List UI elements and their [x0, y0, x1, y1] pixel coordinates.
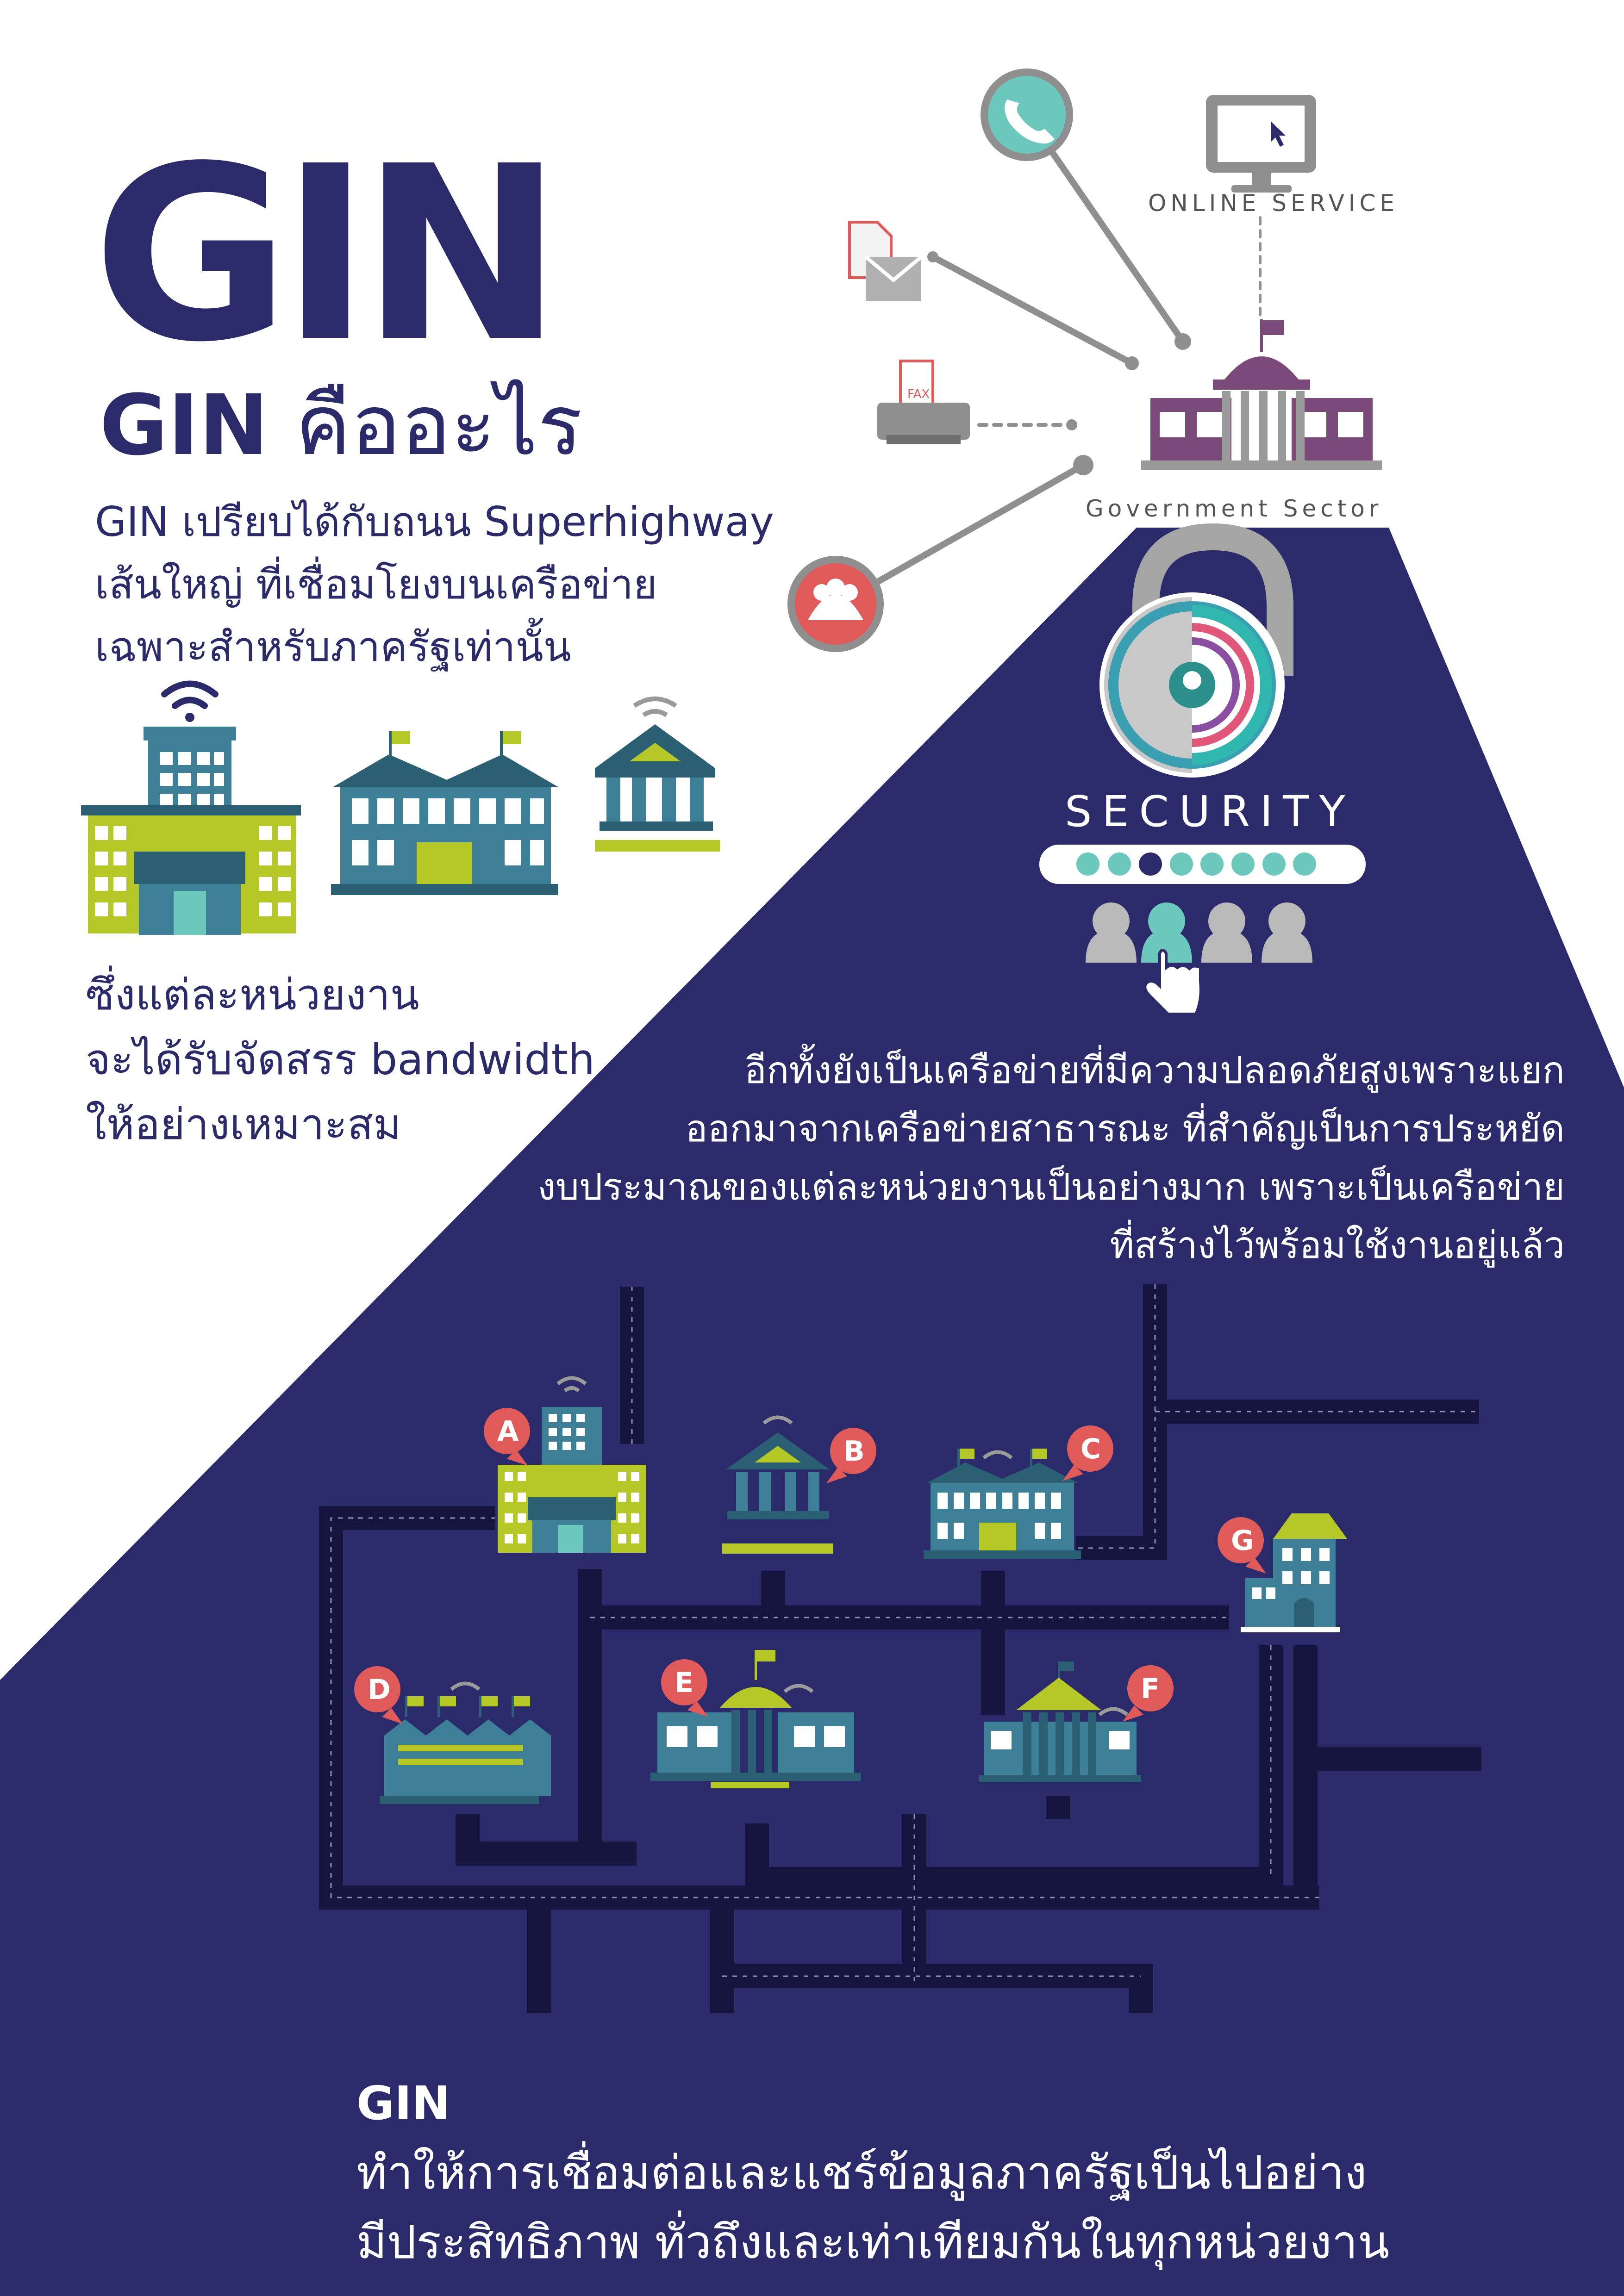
subtitle-rest: คืออะไร: [269, 377, 583, 474]
fax-label: FAX: [907, 387, 930, 401]
node-pin-f: F: [1123, 1665, 1174, 1722]
connector-lines: [839, 110, 1262, 605]
node-pin-a: A: [484, 1408, 530, 1466]
people-icon: [787, 556, 884, 652]
page-title: GIN: [93, 114, 562, 395]
monitor-icon: [1206, 95, 1316, 193]
fax-icon: FAX: [877, 360, 970, 444]
navy-region: [0, 528, 1624, 2296]
government-sector-label: Government Sector: [1086, 495, 1383, 522]
mail-icon: [848, 221, 923, 301]
bottom-bold: GIN: [356, 2076, 450, 2130]
intro-line: เฉพาะสำหรับภาครัฐเท่านั้น: [95, 623, 571, 671]
subtitle-bold: GIN: [100, 377, 269, 474]
hand-cursor-icon: [1143, 949, 1202, 1015]
intro-text: GIN เปรียบได้กับถนน Superhighway เส้นใหญ…: [95, 491, 774, 678]
phone-icon: [981, 68, 1073, 161]
security-label: SECURITY: [1065, 787, 1355, 836]
bank-building-icon: [595, 697, 720, 852]
allocation-line: ซึ่งแต่ละหน่วยงาน: [86, 970, 419, 1020]
office-building-icon: [81, 727, 301, 935]
bottom-line-1-rest: ทำให้การเชื่อมต่อและแชร์ข้อมูลภาครัฐเป็น…: [356, 2146, 1367, 2200]
bottom-line-2: มีประสิทธิภาพ ทั่วถึงและเท่าเทียมกันในทุ…: [356, 2215, 1390, 2269]
allocation-line: ให้อย่างเหมาะสม: [86, 1100, 401, 1149]
node-e-label: E: [675, 1667, 693, 1699]
node-f-label: F: [1141, 1673, 1160, 1705]
node-e-building: [650, 1650, 861, 1788]
password-bar: [1039, 845, 1366, 884]
node-pin-c: C: [1062, 1425, 1113, 1481]
intro-line: GIN เปรียบได้กับถนน Superhighway: [95, 498, 774, 546]
node-c-building: [924, 1449, 1081, 1559]
school-building-icon: [331, 731, 558, 895]
security-paragraph: อีกทั้งยังเป็นเครือข่ายที่มีความปลอดภัยส…: [532, 1041, 1565, 1275]
intro-line: เส้นใหญ่ ที่เชื่อมโยงบนเครือข่าย: [95, 560, 657, 608]
node-b-building: [722, 1415, 833, 1554]
bottom-line-1: GIN ทำให้การเชื่อมต่อและแชร์ข้อมูลภาครัฐ…: [356, 2069, 1389, 2208]
user-icon: [1086, 902, 1312, 963]
wifi-icon: [161, 680, 219, 722]
padlock-icon: [1099, 523, 1293, 778]
security-line: ออกมาจากเครือข่ายสาธารณะ ที่สำคัญเป็นการ…: [685, 1107, 1565, 1150]
online-service-label: ONLINE SERVICE: [1148, 190, 1399, 217]
security-line: ที่สร้างไว้พร้อมใช้งานอยู่แล้ว: [1110, 1224, 1565, 1267]
node-pin-b: B: [826, 1428, 876, 1483]
allocation-line: จะได้รับจัดสรร bandwidth: [86, 1035, 595, 1084]
node-pin-e: E: [661, 1659, 708, 1717]
node-b-label: B: [843, 1435, 865, 1468]
node-pin-d: D: [354, 1666, 403, 1724]
house-icon: [1241, 1513, 1347, 1632]
node-d-label: D: [368, 1674, 391, 1706]
allocation-text: ซึ่งแต่ละหน่วยงาน จะได้รับจัดสรร bandwid…: [86, 963, 595, 1157]
government-building-icon: [1141, 319, 1382, 470]
node-a-label: A: [497, 1415, 519, 1448]
road-dashes: [330, 1284, 1479, 1981]
node-a-building: [498, 1376, 646, 1553]
node-f-building: [979, 1661, 1141, 1782]
page-subtitle: GIN คืออะไร: [100, 384, 582, 467]
bottom-summary: GIN ทำให้การเชื่อมต่อและแชร์ข้อมูลภาครัฐ…: [356, 2069, 1389, 2277]
security-line: อีกทั้งยังเป็นเครือข่ายที่มีความปลอดภัยส…: [744, 1049, 1565, 1092]
security-line: งบประมาณของแต่ละหน่วยงานเป็นอย่างมาก เพร…: [537, 1165, 1565, 1208]
node-g-label: G: [1231, 1524, 1254, 1557]
node-c-label: C: [1081, 1433, 1101, 1465]
factory-icon: [380, 1681, 551, 1804]
node-pin-g: G: [1218, 1517, 1266, 1574]
